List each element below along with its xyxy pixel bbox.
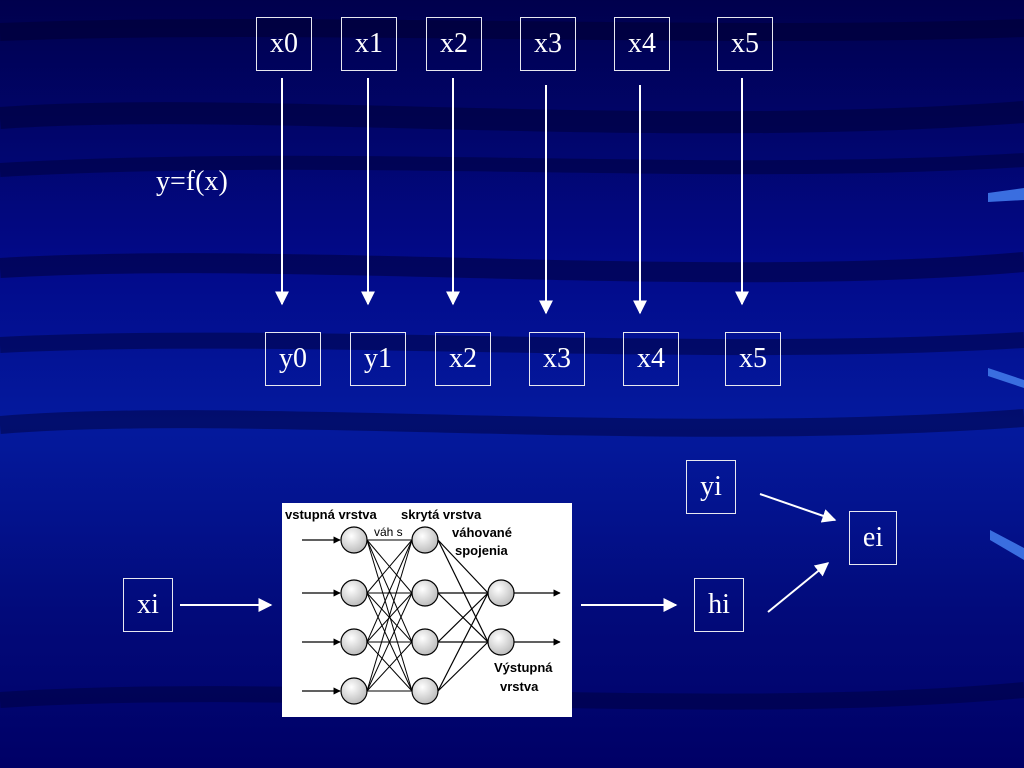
hidden-node — [411, 526, 439, 554]
input-layer-label: vstupná vrstva — [285, 507, 377, 522]
input-box-xi: xi — [123, 578, 173, 632]
output-box-y0: y0 — [265, 332, 321, 386]
hidden-layer-label: skrytá vrstva — [401, 507, 482, 522]
hidden-node — [411, 579, 439, 607]
input-box-x0: x0 — [256, 17, 312, 71]
input-node — [340, 628, 368, 656]
hidden-node — [411, 677, 439, 705]
output-node — [487, 579, 515, 607]
target-box-yi: yi — [686, 460, 736, 514]
output-box-y1: y1 — [350, 332, 406, 386]
neural-network-figure: vstupná vrstva skrytá vrstva váh s váhov… — [282, 503, 572, 717]
output-box-x5: x5 — [725, 332, 781, 386]
input-node — [340, 579, 368, 607]
input-box-x1: x1 — [341, 17, 397, 71]
hidden-output-box-hi: hi — [694, 578, 744, 632]
output-layer-label-2: vrstva — [500, 679, 539, 694]
weighted-connections-label-2: spojenia — [455, 543, 508, 558]
input-node — [340, 677, 368, 705]
output-box-x2: x2 — [435, 332, 491, 386]
output-box-x4: x4 — [623, 332, 679, 386]
output-box-x3: x3 — [529, 332, 585, 386]
input-box-x4: x4 — [614, 17, 670, 71]
input-box-x5: x5 — [717, 17, 773, 71]
input-box-x2: x2 — [426, 17, 482, 71]
error-box-ei: ei — [849, 511, 897, 565]
hidden-node — [411, 628, 439, 656]
neural-network-graph — [302, 526, 561, 705]
output-layer-label-1: Výstupná — [494, 660, 553, 675]
weighted-connections-label-1: váhované — [452, 525, 512, 540]
input-box-x3: x3 — [520, 17, 576, 71]
output-node — [487, 628, 515, 656]
weights-partial-label: váh s — [374, 525, 403, 539]
input-node — [340, 526, 368, 554]
formula-label: y=f(x) — [156, 166, 228, 197]
